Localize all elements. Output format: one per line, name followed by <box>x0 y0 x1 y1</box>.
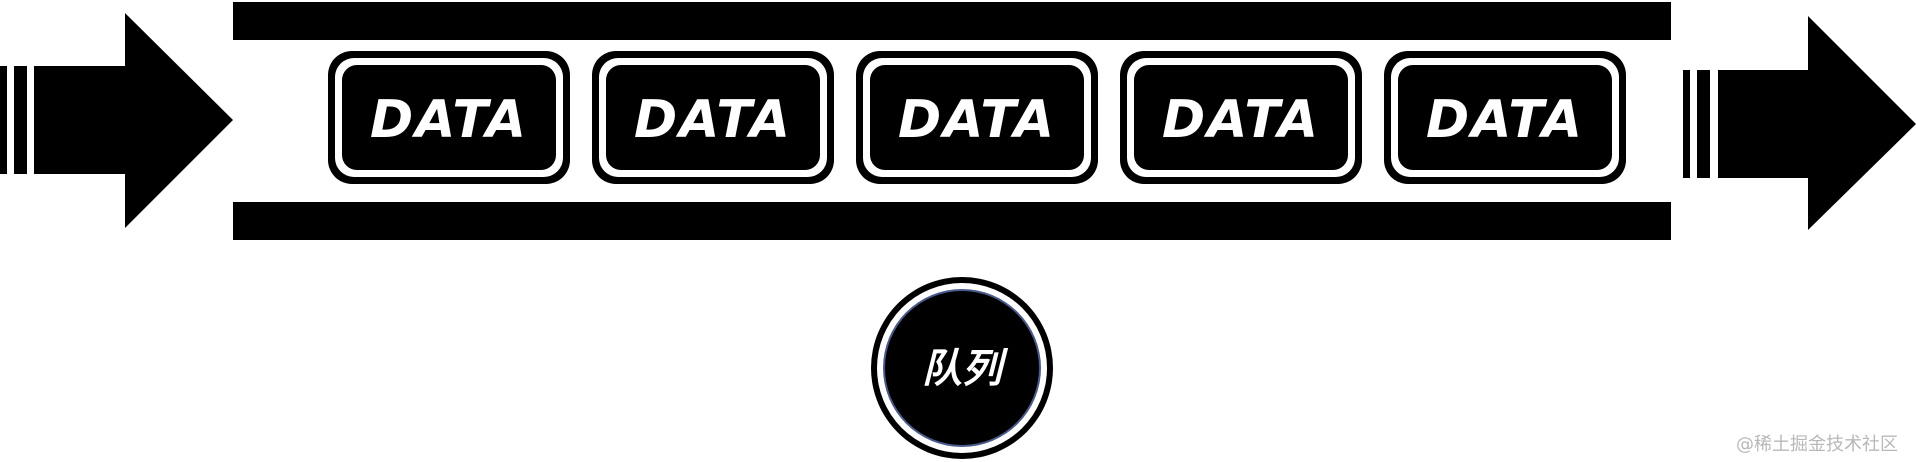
watermark-text: @稀土掘金技术社区 <box>1736 434 1898 455</box>
queue-item-label: DATA <box>370 90 528 150</box>
queue-item: DATA <box>1384 51 1626 184</box>
dequeue-arrow-icon <box>1683 16 1916 230</box>
queue-item: DATA <box>1120 51 1362 184</box>
queue-item-label: DATA <box>898 90 1056 150</box>
queue-item-label: DATA <box>1162 90 1320 150</box>
enqueue-arrow-icon <box>0 13 233 228</box>
queue-bottom-rail <box>233 202 1671 240</box>
queue-item-label: DATA <box>634 90 792 150</box>
queue-item: DATA <box>856 51 1098 184</box>
queue-caption-badge: 队列 <box>871 277 1053 459</box>
queue-item-label: DATA <box>1426 90 1584 150</box>
queue-item: DATA <box>328 51 570 184</box>
queue-item: DATA <box>592 51 834 184</box>
queue-caption: 队列 <box>922 346 1009 392</box>
queue-top-rail <box>233 2 1671 40</box>
